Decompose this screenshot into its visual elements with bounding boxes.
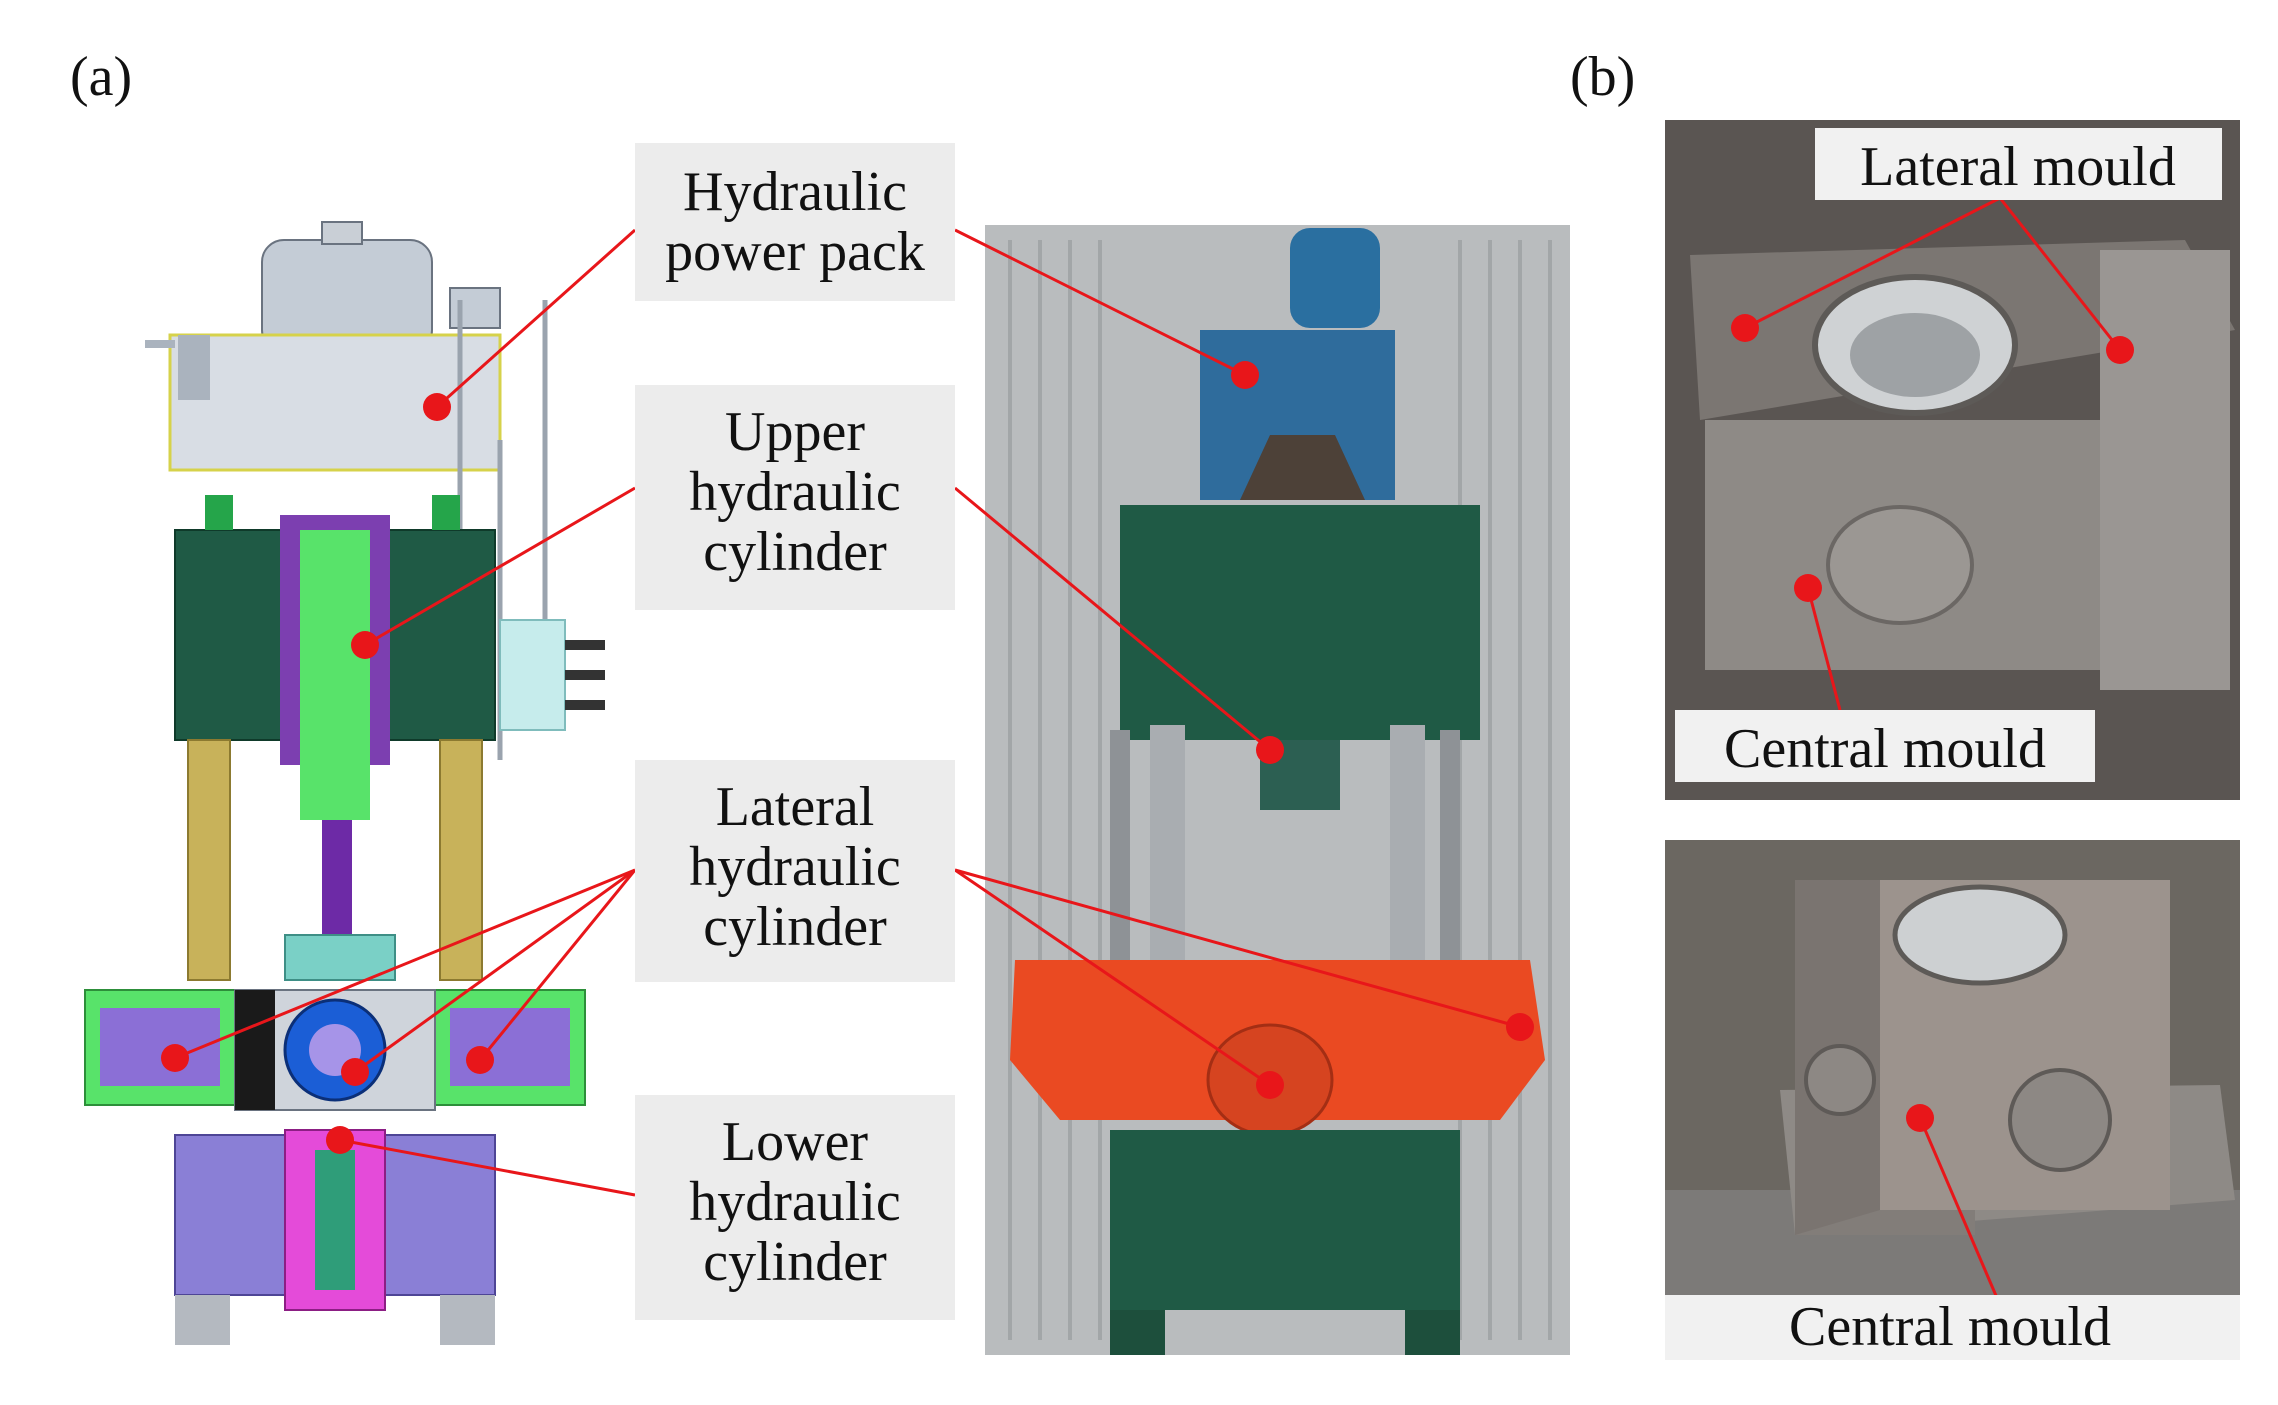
callout-central-mould-top-text: Central mould (1724, 718, 2046, 780)
callout-lateral-cyl-line-1: Lateral (716, 776, 875, 838)
callout-power-pack: Hydraulic power pack (635, 143, 955, 301)
callout-lower-cylinder: Lower hydraulic cylinder (635, 1095, 955, 1320)
marker-lateral-cyl-photo-left (1256, 1071, 1284, 1099)
mould-photo-top (1665, 120, 2240, 800)
callout-lateral-cyl-line-2: hydraulic (689, 836, 900, 898)
marker-power-pack-photo (1231, 361, 1259, 389)
callout-central-mould-top: Central mould (1675, 710, 2095, 782)
marker-lateral-cyl-cad-left (161, 1044, 189, 1072)
callout-lateral-cylinder: Lateral hydraulic cylinder (635, 760, 955, 982)
leader-lines (174, 196, 2122, 1306)
callout-lateral-cyl-line-3: cylinder (703, 896, 887, 958)
callout-lower-cyl-line-3: cylinder (703, 1231, 887, 1293)
callout-lower-cyl-line-2: hydraulic (689, 1171, 900, 1233)
callout-upper-cyl-line-2: hydraulic (689, 461, 900, 523)
callout-central-mould-bottom: Central mould (1665, 1295, 2240, 1360)
marker-lateral-mould-right (2106, 336, 2134, 364)
callout-lateral-mould: Lateral mould (1815, 128, 2222, 200)
marker-upper-cyl-cad (351, 631, 379, 659)
callout-upper-cyl-line-3: cylinder (703, 521, 887, 583)
callout-central-mould-bottom-text: Central mould (1789, 1296, 2111, 1358)
panel-a-label: (a) (70, 46, 132, 108)
callout-lower-cyl-line-1: Lower (722, 1111, 869, 1173)
callout-power-pack-line-2: power pack (665, 221, 925, 283)
callout-lateral-mould-text: Lateral mould (1860, 136, 2176, 198)
marker-lateral-mould-left (1731, 314, 1759, 342)
callout-upper-cyl-line-1: Upper (725, 401, 865, 463)
marker-upper-cyl-photo (1256, 736, 1284, 764)
marker-power-pack-cad (423, 393, 451, 421)
marker-lateral-cyl-photo-right (1506, 1013, 1534, 1041)
mould-photo-bottom (1665, 840, 2240, 1295)
callout-upper-cylinder: Upper hydraulic cylinder (635, 385, 955, 610)
marker-central-mould-bottom (1906, 1104, 1934, 1132)
marker-lower-cyl-cad (326, 1126, 354, 1154)
marker-central-mould-top (1794, 574, 1822, 602)
marker-lateral-cyl-cad-right (466, 1046, 494, 1074)
callout-power-pack-line-1: Hydraulic (683, 161, 907, 223)
markers (161, 314, 2134, 1154)
panel-b-label: (b) (1570, 46, 1635, 108)
cad-drawing (84, 221, 605, 1345)
press-photo (985, 225, 1570, 1355)
marker-lateral-cyl-cad-center (341, 1058, 369, 1086)
